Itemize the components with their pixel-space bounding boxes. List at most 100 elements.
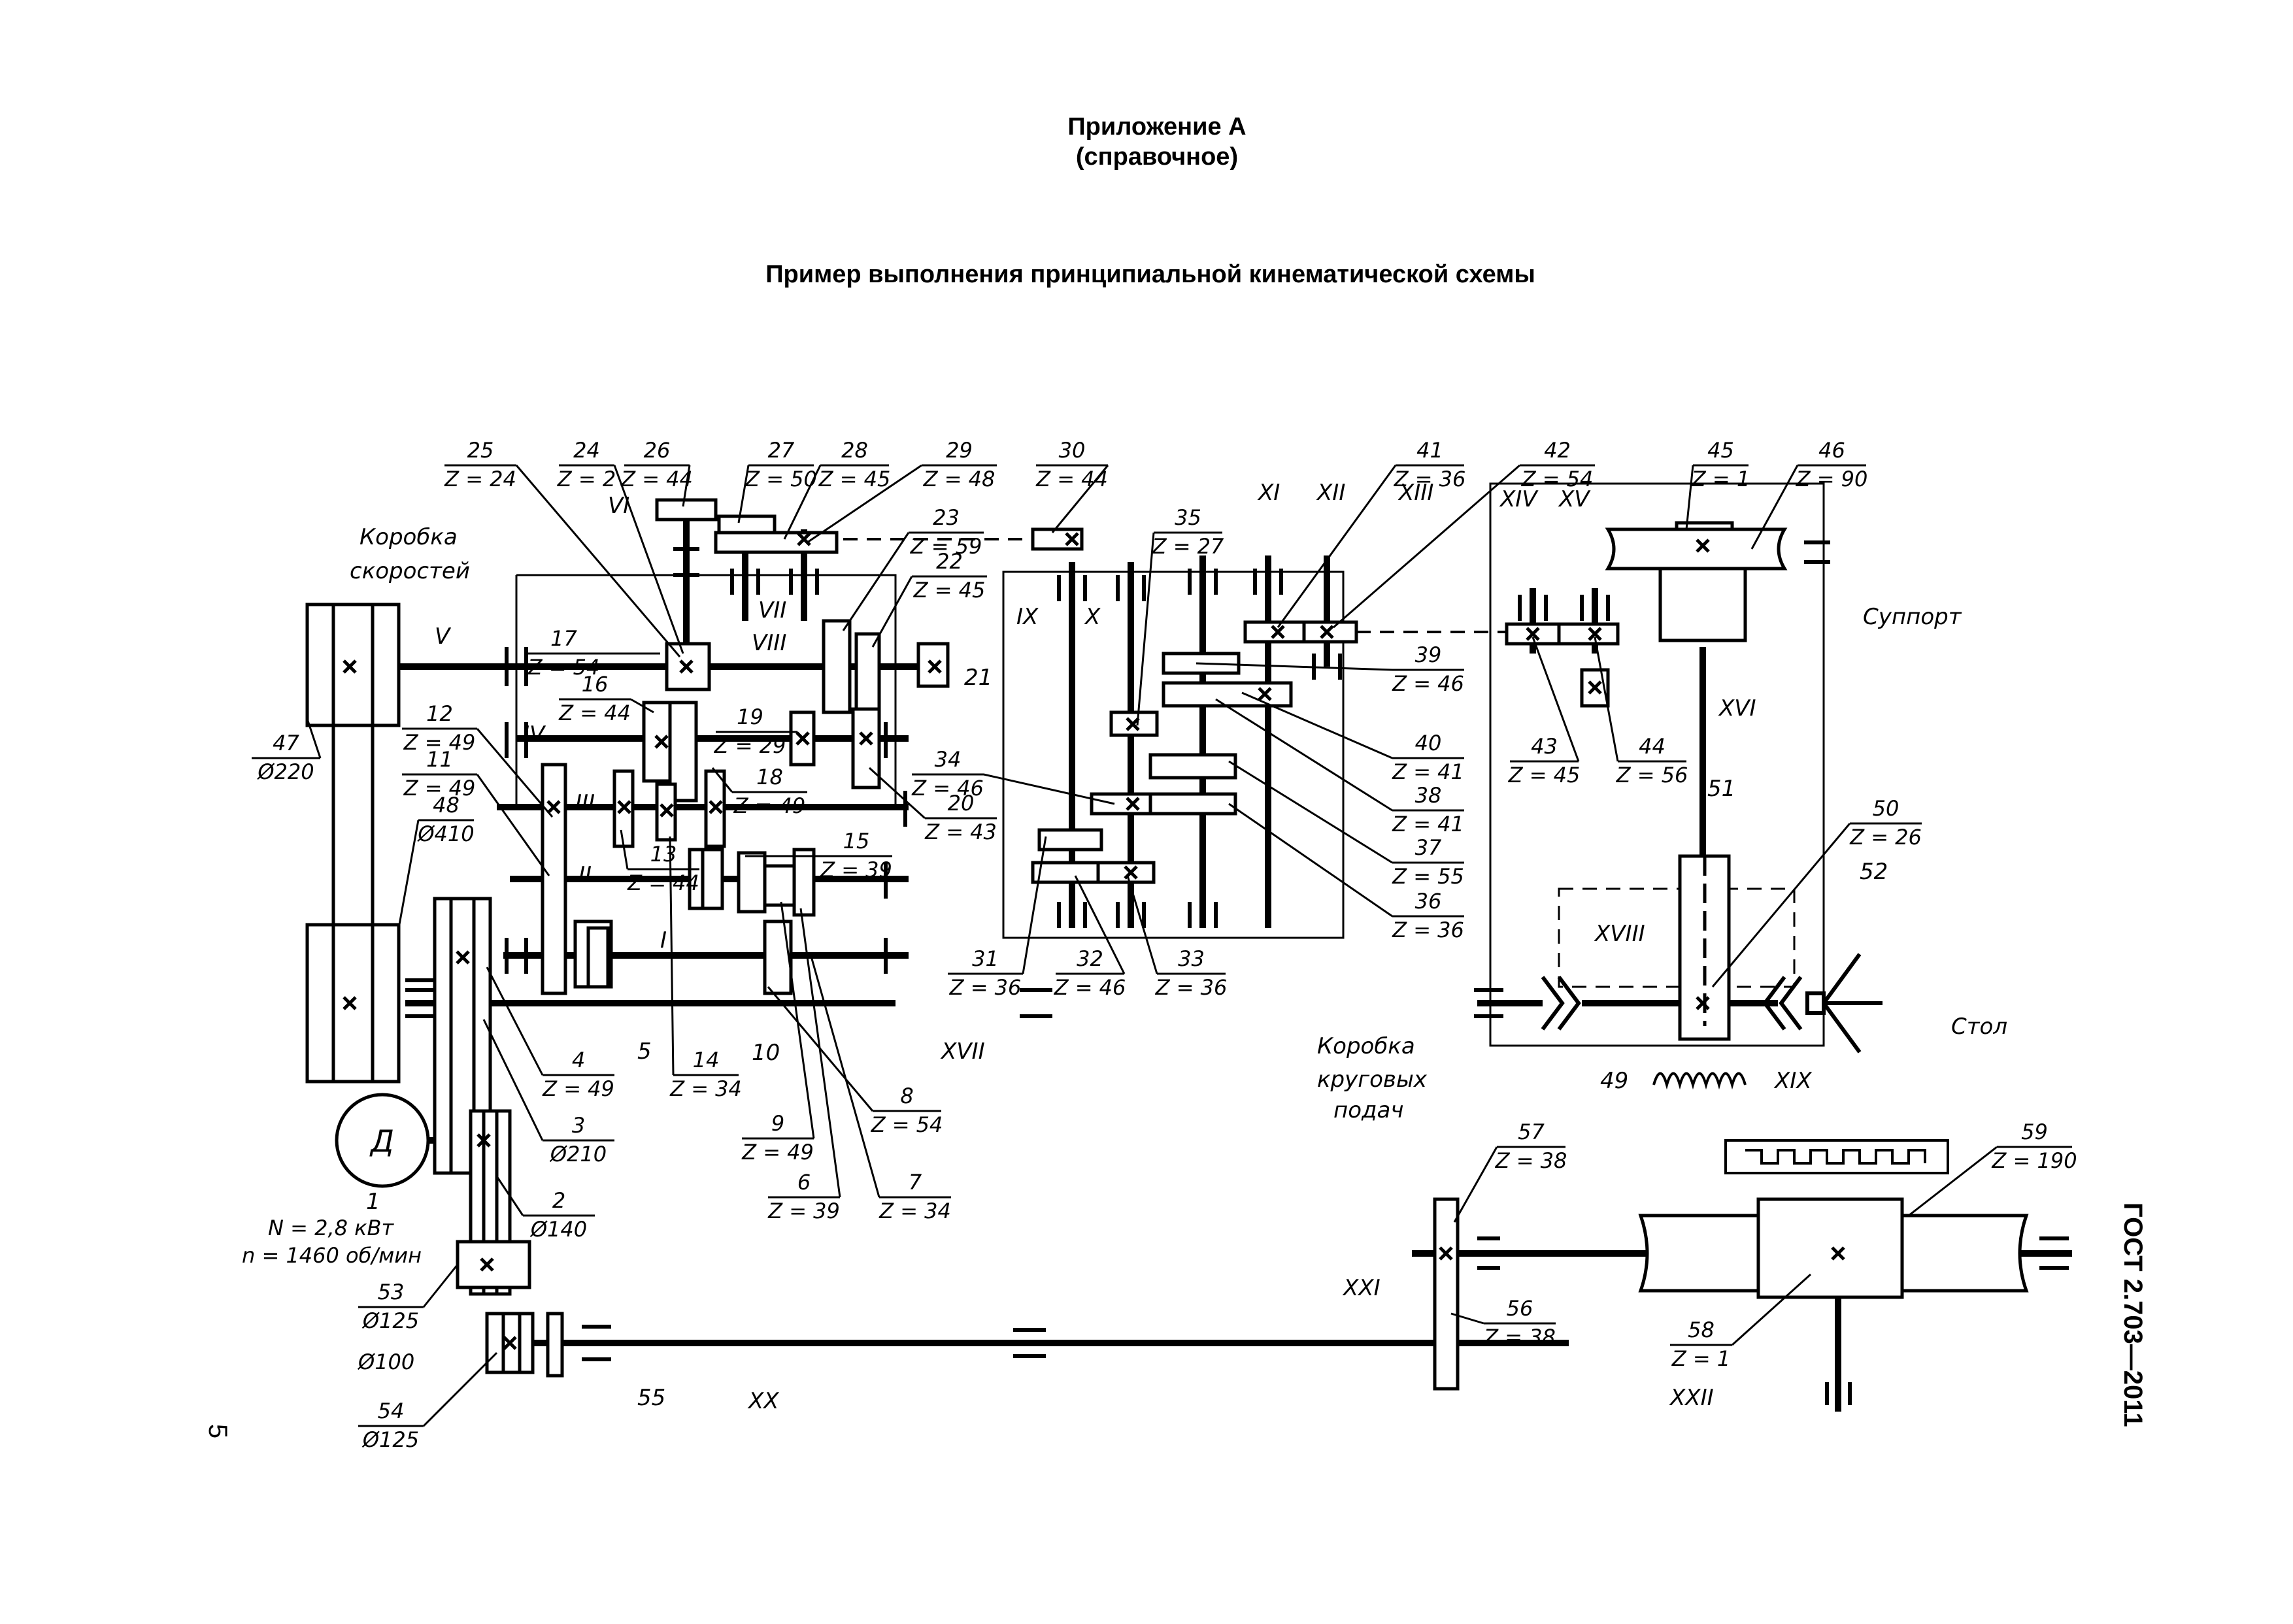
gear-46-wheel [1658, 567, 1747, 642]
gear-31 [1037, 828, 1103, 852]
drawing-title: Пример выполнения принципиальной кинемат… [765, 261, 1535, 288]
shaft-label-X: X [1084, 604, 1101, 630]
gear-marker [795, 731, 810, 746]
shaft-label-XXI: XXI [1342, 1275, 1381, 1301]
callout-number: 18 [756, 765, 783, 789]
callout-38: 38Z = 41 [1392, 783, 1464, 837]
bearing-X-bottom [1116, 902, 1146, 928]
callout-spec: Z = 49 [403, 730, 476, 755]
gear-6 [792, 848, 816, 917]
worm-58 [1756, 1197, 1904, 1299]
leader-line [807, 464, 922, 544]
gear-marker [1126, 717, 1140, 731]
table-rail [1724, 1139, 1949, 1174]
callout-number: 24 [573, 438, 600, 463]
bearing-XI-bottom [1188, 902, 1218, 928]
label-5: 5 [637, 1038, 652, 1065]
leader-line [1051, 465, 1109, 533]
callout-number: 32 [1077, 946, 1103, 971]
gear-marker [709, 800, 723, 814]
leader-line [620, 829, 629, 870]
leader-line [1450, 1312, 1484, 1325]
clutches [1541, 976, 1803, 1031]
label-table: Стол [1951, 1014, 2007, 1040]
callout-26: 26Z = 44 [620, 438, 693, 491]
gear-markers [343, 532, 1845, 1350]
motor-power: N = 2,8 кВт [268, 1216, 394, 1240]
callout-number: 30 [1059, 438, 1086, 463]
callout-37: 37Z = 55 [1392, 835, 1464, 889]
leader-line [809, 953, 880, 1198]
callout-number: 41 [1416, 438, 1443, 463]
shaft-label-XX: XX [747, 1388, 779, 1414]
callout-spec: Z = 49 [403, 776, 476, 801]
leader-line [515, 465, 681, 657]
callout-28: 28Z = 45 [818, 438, 891, 491]
gear-marker [1065, 532, 1079, 546]
leader-line [1126, 875, 1158, 974]
gear-marker [546, 800, 561, 814]
motor-speed: n = 1460 об/мин [242, 1243, 422, 1268]
bearing-XXI-right [2039, 1236, 2069, 1270]
gear-marker [859, 731, 873, 746]
callout-spec: Z = 39 [767, 1199, 840, 1223]
leader-line [1685, 465, 1694, 530]
callout-46: 46Z = 90 [1796, 438, 1868, 491]
callout-23: 23Z = 59 [909, 505, 984, 559]
callout-spec: Z = 39 [820, 857, 892, 882]
leader-line [482, 1019, 544, 1141]
callout-number: 59 [2021, 1119, 2048, 1144]
callout-43: 43Z = 45 [1508, 734, 1581, 787]
callout-18: 18 Z = 49 [732, 765, 807, 818]
callout-number: 48 [433, 793, 460, 818]
gear-marker [928, 659, 942, 674]
bearing-XX-a [582, 1325, 611, 1361]
leader-line [1711, 823, 1851, 987]
callout-number: 58 [1688, 1317, 1715, 1342]
callout-number: 20 [948, 791, 975, 816]
callout-spec: Z = 44 [558, 701, 631, 725]
callout-number: 46 [1818, 438, 1845, 463]
gear-marker [1320, 625, 1334, 639]
leader-line [871, 576, 913, 648]
callout-45: 45Z = 1 [1691, 438, 1750, 491]
dashed-links [843, 538, 1507, 633]
callout-spec: Z = 54 [1521, 467, 1594, 491]
gear-marker [1526, 627, 1540, 641]
gear-marker [1271, 625, 1285, 639]
callout-number: 4 [572, 1048, 585, 1072]
shaft-label-I: I [660, 927, 667, 953]
callout-spec: Z = 1 [1691, 467, 1750, 491]
callout-spec: Ø210 [549, 1142, 607, 1167]
handwheel-XIX [1805, 953, 1883, 1053]
shaft-label-XII: XII [1316, 480, 1345, 506]
callout-number: 22 [936, 549, 963, 574]
callout-number: 54 [378, 1399, 405, 1423]
callout-number: 16 [582, 672, 609, 697]
shaft-label-III: III [575, 790, 595, 816]
leader-line [1228, 803, 1393, 918]
label-49: 49 [1600, 1068, 1628, 1094]
label-52: 52 [1860, 859, 1888, 885]
callout-59: 59Z = 190 [1991, 1119, 2077, 1173]
callout-12: 12Z = 49 [402, 701, 477, 755]
callout-number: 9 [771, 1111, 784, 1136]
callout-number: 6 [797, 1170, 811, 1195]
leader-line [1196, 662, 1393, 671]
label-feed-3: подач [1333, 1097, 1403, 1123]
gear-marker [343, 659, 357, 674]
label-feed-1: Коробка [1317, 1033, 1415, 1059]
callout-spec: Z = 49 [733, 793, 806, 818]
bearing-X-top [1116, 575, 1146, 601]
leader-line [780, 901, 815, 1139]
callout-spec: Z = 34 [879, 1199, 951, 1223]
motor-circle [335, 1093, 430, 1188]
leader-line [1074, 875, 1126, 974]
callout-41: 41Z = 36 [1394, 438, 1466, 491]
leader-line [799, 908, 841, 1198]
callout-spec: Z = 49 [542, 1076, 614, 1101]
